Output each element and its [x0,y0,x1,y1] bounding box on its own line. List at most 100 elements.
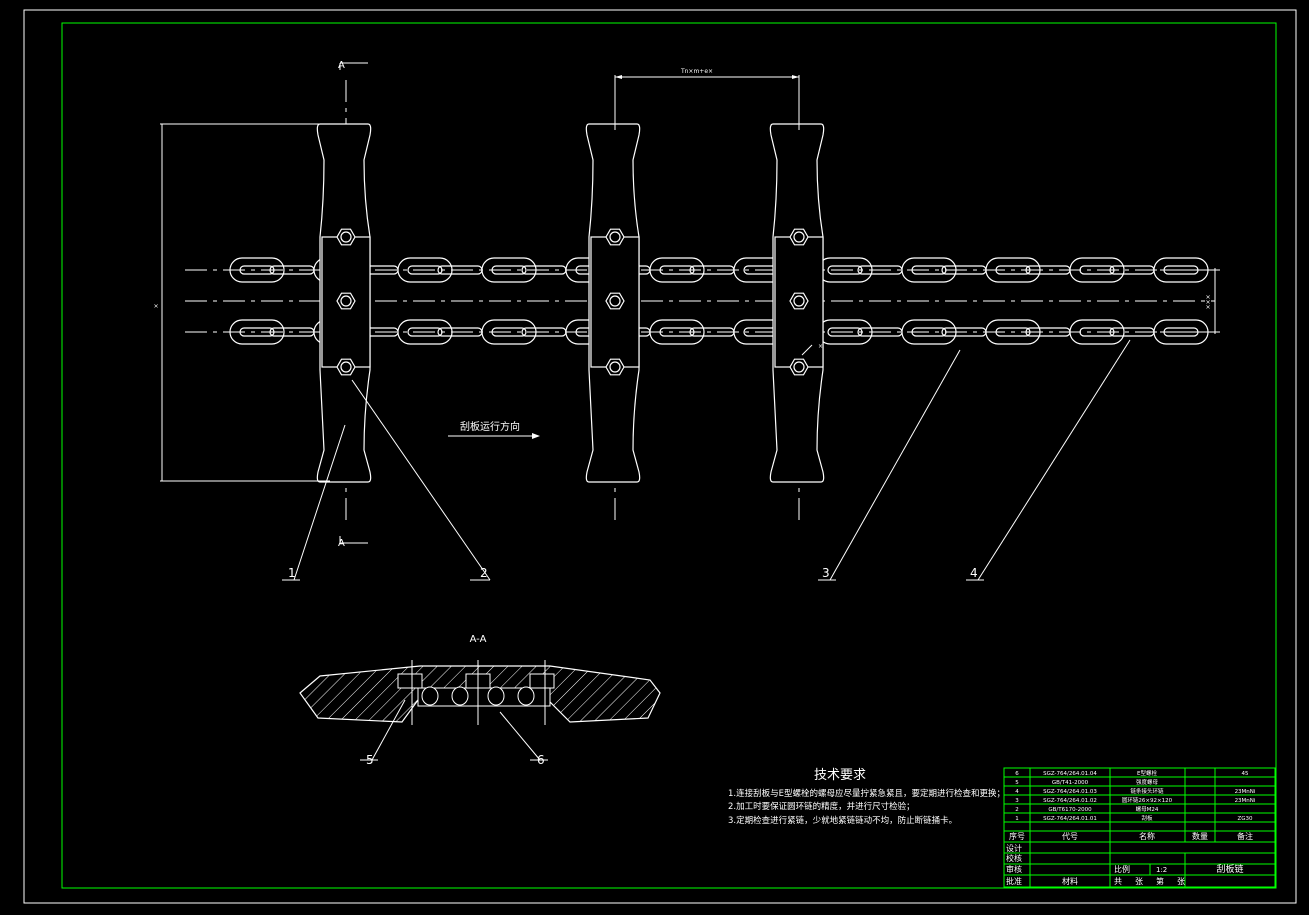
bom-cell-no: 6 [1015,771,1019,777]
chain-spacing-dimension: ××× [1205,294,1212,309]
inner-frame [61,22,1277,889]
bolt [793,231,805,243]
chain-link-inner [995,327,1031,337]
tech-item-1: 1.连接刮板与E型螺栓的螺母应尽量拧紧急紧且，要定期进行检查和更换； [728,788,1005,799]
bolt [340,361,352,373]
material-label: 材料 [1062,876,1078,886]
bom-header-note: 备注 [1237,831,1253,841]
bom-cell-name: 螺母M24 [1136,805,1159,813]
round-link-chains [229,257,1209,345]
flight-bar [769,123,825,483]
bolt [793,295,805,307]
tech-item-3: 3.定期检查进行紧链，少就地紧链链动不均，防止断链捅卡。 [728,815,957,826]
bom-cell-code: SGZ-764/264.01.03 [1043,789,1097,795]
chain-link-inner [239,327,275,337]
drawing-name: 刮板链 [1216,863,1243,875]
bom-header-code: 代号 [1062,831,1078,841]
bom-cell-code: GB/T41-2000 [1052,780,1089,786]
bom-cell-no: 3 [1015,798,1019,804]
section-title: A-A [470,634,487,645]
chain-link-side [857,327,903,337]
chain-link-inner [659,265,695,275]
chain-link [229,319,285,345]
chain-link-inner [407,327,443,337]
hole-dimension: × [818,343,823,350]
chain-link [229,257,285,283]
chain-link-side [941,327,987,337]
section-mark-bottom: A [338,538,345,549]
bolt [340,295,352,307]
chain-link-side [689,327,735,337]
sheet-unit2: 张 [1177,877,1185,886]
bom-cell-note: 45 [1242,771,1249,777]
role-reviewer: 审核 [1006,864,1022,874]
bom-cell-note: 23MnNi [1235,798,1256,804]
chain-link-side [1025,265,1071,275]
bom-cell-note: 23MnNi [1235,789,1256,795]
chain-link-inner [1079,265,1115,275]
leader-5: 5 [366,753,374,767]
sheet-unit: 张 [1135,877,1143,886]
sheet-no: 第 [1156,876,1164,886]
chain-link-inner [995,265,1031,275]
scale-value: 1:2 [1156,866,1167,874]
leader-4: 4 [970,566,978,580]
bom-cell-no: 4 [1015,789,1019,795]
bom-cell-no: 5 [1015,780,1019,786]
chain-link-inner [491,265,527,275]
bom-cell-name: 圆环链26×92×120 [1122,796,1173,804]
bom-cell-code: SGZ-764/264.01.01 [1043,816,1097,822]
chain-link-side [269,265,315,275]
flight-bar [316,123,372,483]
bolt [609,361,621,373]
chain-link-inner [911,327,947,337]
bom-cell-name: E型螺栓 [1137,769,1157,777]
role-approver: 批准 [1006,876,1022,886]
bolt [609,231,621,243]
leader-2: 2 [480,566,488,580]
chain-link-side [521,265,567,275]
outer-frame [23,9,1297,904]
chain-link-side [521,327,567,337]
role-checker: 校核 [1006,853,1022,863]
technical-requirements: 技术要求 1.连接刮板与E型螺栓的螺母应尽量拧紧急紧且，要定期进行检查和更换； … [728,768,1005,826]
chain-link-inner [407,265,443,275]
bom-cell-note: ZG30 [1237,816,1253,822]
sheet-total: 共 [1114,877,1122,886]
direction-label: 刮板运行方向 [460,420,520,433]
bolt [793,361,805,373]
chain-link-inner [491,327,527,337]
chain-link-inner [239,265,275,275]
bom-cell-no: 2 [1015,807,1019,813]
bom-cell-name: 刮板 [1141,814,1153,822]
leader-1: 1 [288,566,296,580]
bom-header-qty: 数量 [1192,831,1208,841]
bolt [609,295,621,307]
bom-cell-code: GB/T6170-2000 [1048,807,1092,813]
flight-bar [585,123,641,483]
role-designer: 设计 [1006,843,1022,853]
bom-header-no: 序号 [1009,831,1025,841]
tech-item-2: 2.加工时要保证圆环链的精度，并进行尺寸检验； [728,801,915,812]
flight-bars [316,123,825,483]
tech-title: 技术要求 [814,768,866,783]
leader-3: 3 [822,566,830,580]
chain-link-inner [911,265,947,275]
dimensions [160,62,1220,581]
bom-and-title-block [1003,767,1276,888]
chain-link-inner [1079,327,1115,337]
chain-link-side [437,327,483,337]
chain-link-side [269,327,315,337]
bolt [340,231,352,243]
height-dimension: × [153,303,160,308]
dim-arrow [792,75,799,79]
chain-link-side [941,265,987,275]
bom-cell-name: 强度螺母 [1136,778,1159,786]
bom-cell-name: 链条接头环链 [1130,787,1164,795]
section-mark-top: A [338,60,345,71]
direction-arrowhead [532,433,540,439]
bom-cell-code: SGZ-764/264.01.02 [1043,798,1097,804]
bom-cell-no: 1 [1015,816,1019,822]
section-view: A-A 5 6 [299,634,661,767]
